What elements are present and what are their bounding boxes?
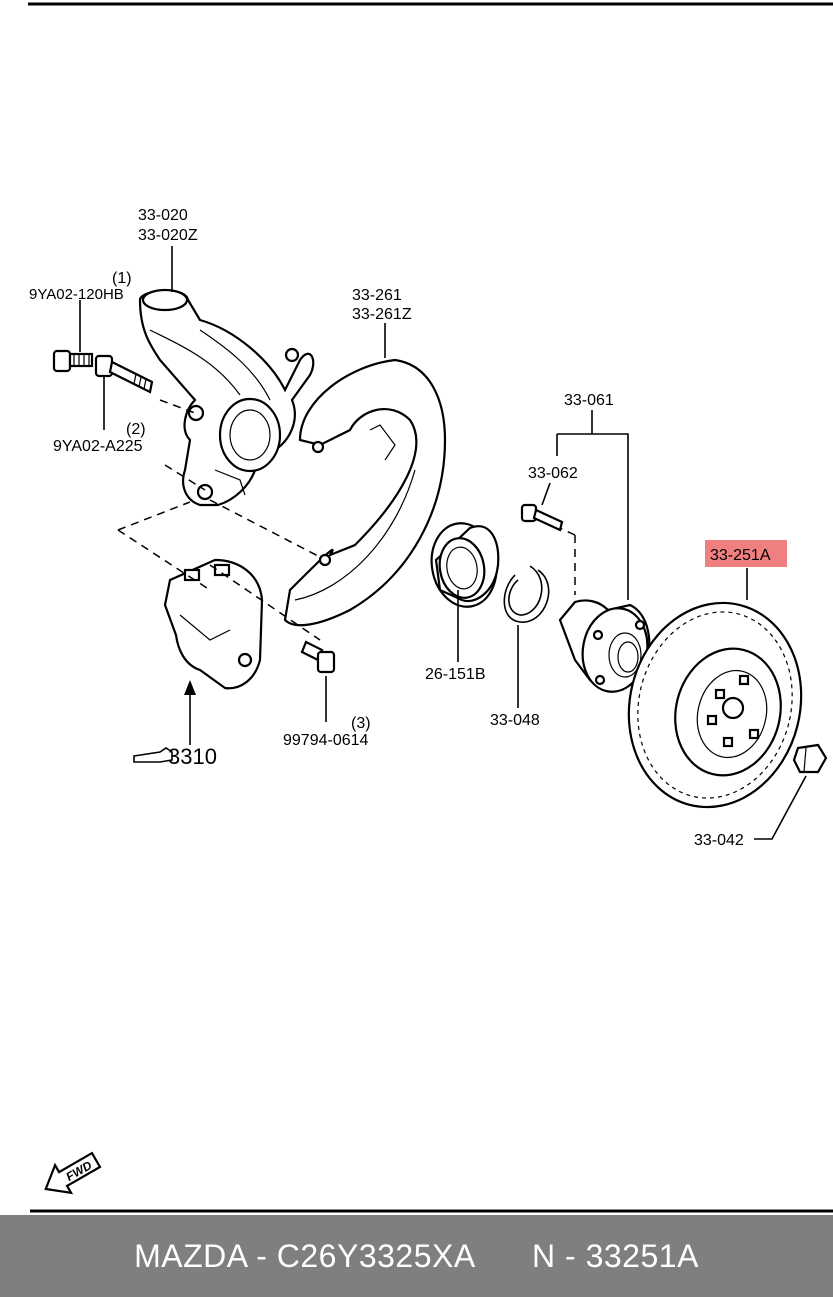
footer-bar: MAZDA - C26Y3325XA N - 33251A [0, 1215, 833, 1297]
label-hub-assy: 33-061 [564, 392, 614, 409]
footer-part-code: MAZDA - C26Y3325XA [134, 1237, 476, 1274]
label-bearing: 26-151B [425, 666, 486, 683]
leader-lines [79, 246, 807, 840]
knuckle-bolt-2 [94, 354, 154, 394]
dash-line [117, 529, 211, 591]
parts-diagram: 33-020 33-020Z (1) 9YA02-120HB (2) 9YA02… [28, 2, 833, 1213]
hub-bolt [520, 503, 564, 532]
fwd-arrow-icon: FWD [44, 1151, 102, 1195]
shield-screw [300, 640, 336, 674]
hub-nut [792, 743, 828, 774]
label-knuckle-b: 33-020Z [138, 227, 198, 244]
label-bolt2: 9YA02-A225 [53, 438, 143, 455]
label-bolt1-num: (1) [112, 270, 132, 287]
label-caliper-ref: 3310 [168, 744, 217, 769]
label-screw: 99794-0614 [283, 732, 369, 749]
label-bolt2-num: (2) [126, 421, 146, 438]
label-disc: 33-251A [710, 547, 771, 564]
dash-line [159, 399, 196, 414]
label-knuckle-a: 33-020 [138, 207, 188, 224]
dust-shield [283, 358, 447, 627]
dash-line [209, 499, 321, 558]
pointing-hand-icon [133, 747, 173, 763]
label-shield-b: 33-261Z [352, 306, 412, 323]
label-nut: 33-042 [694, 832, 744, 849]
footer-part-number: N - 33251A [532, 1237, 699, 1274]
label-snap-ring: 33-048 [490, 712, 540, 729]
label-hub-bolt: 33-062 [528, 465, 578, 482]
dash-line [164, 464, 206, 491]
label-screw-num: (3) [351, 715, 371, 732]
wheel-hub [558, 599, 651, 693]
snap-ring [503, 565, 550, 623]
label-bolt1: 9YA02-120HB [29, 286, 124, 303]
footer-spacer [476, 1238, 532, 1275]
steering-knuckle [138, 288, 315, 507]
dash-line [117, 501, 191, 531]
brake-caliper [163, 558, 264, 690]
knuckle-bolt-1 [52, 349, 94, 373]
label-shield-a: 33-261 [352, 287, 402, 304]
wheel-bearing [430, 522, 500, 608]
brake-disc [627, 601, 803, 809]
caliper-ref-arrow [184, 680, 196, 745]
disc-label-highlight [705, 540, 787, 567]
